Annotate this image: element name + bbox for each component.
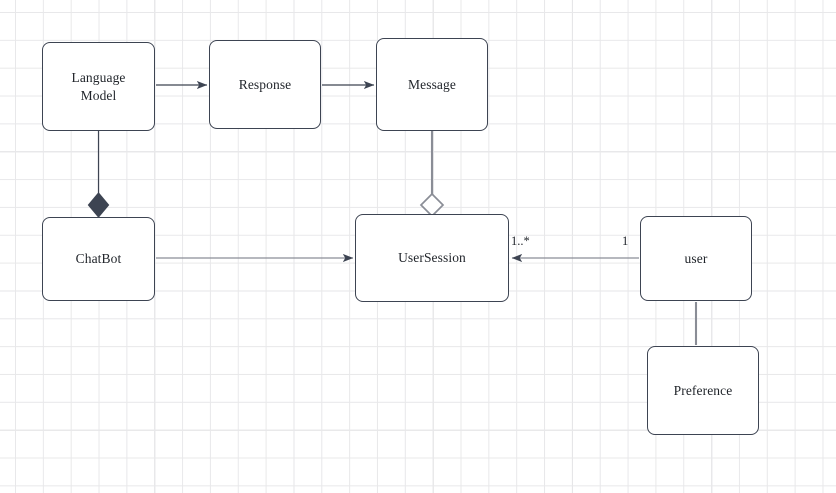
node-language-model[interactable]: Language Model <box>42 42 155 131</box>
node-preference[interactable]: Preference <box>647 346 759 435</box>
multiplicity-usersession-end: 1..* <box>511 234 530 248</box>
filled-diamond-marker <box>87 192 110 218</box>
node-label: Language Model <box>71 69 126 103</box>
node-label: ChatBot <box>75 251 122 267</box>
node-label: Preference <box>673 382 733 398</box>
node-label: Response <box>238 76 292 92</box>
node-label: Message <box>408 76 456 92</box>
node-label: user <box>684 250 708 266</box>
edge-language-model-to-chatbot <box>87 131 110 218</box>
node-label: UserSession <box>398 250 466 266</box>
node-user[interactable]: user <box>640 216 752 301</box>
node-response[interactable]: Response <box>209 40 321 129</box>
node-usersession[interactable]: UserSession <box>355 214 509 302</box>
multiplicity-user-end: 1 <box>622 234 629 248</box>
edge-message-to-usersession <box>419 131 445 218</box>
hollow-diamond-marker <box>419 192 445 218</box>
node-message[interactable]: Message <box>376 38 488 131</box>
node-chatbot[interactable]: ChatBot <box>42 217 155 301</box>
